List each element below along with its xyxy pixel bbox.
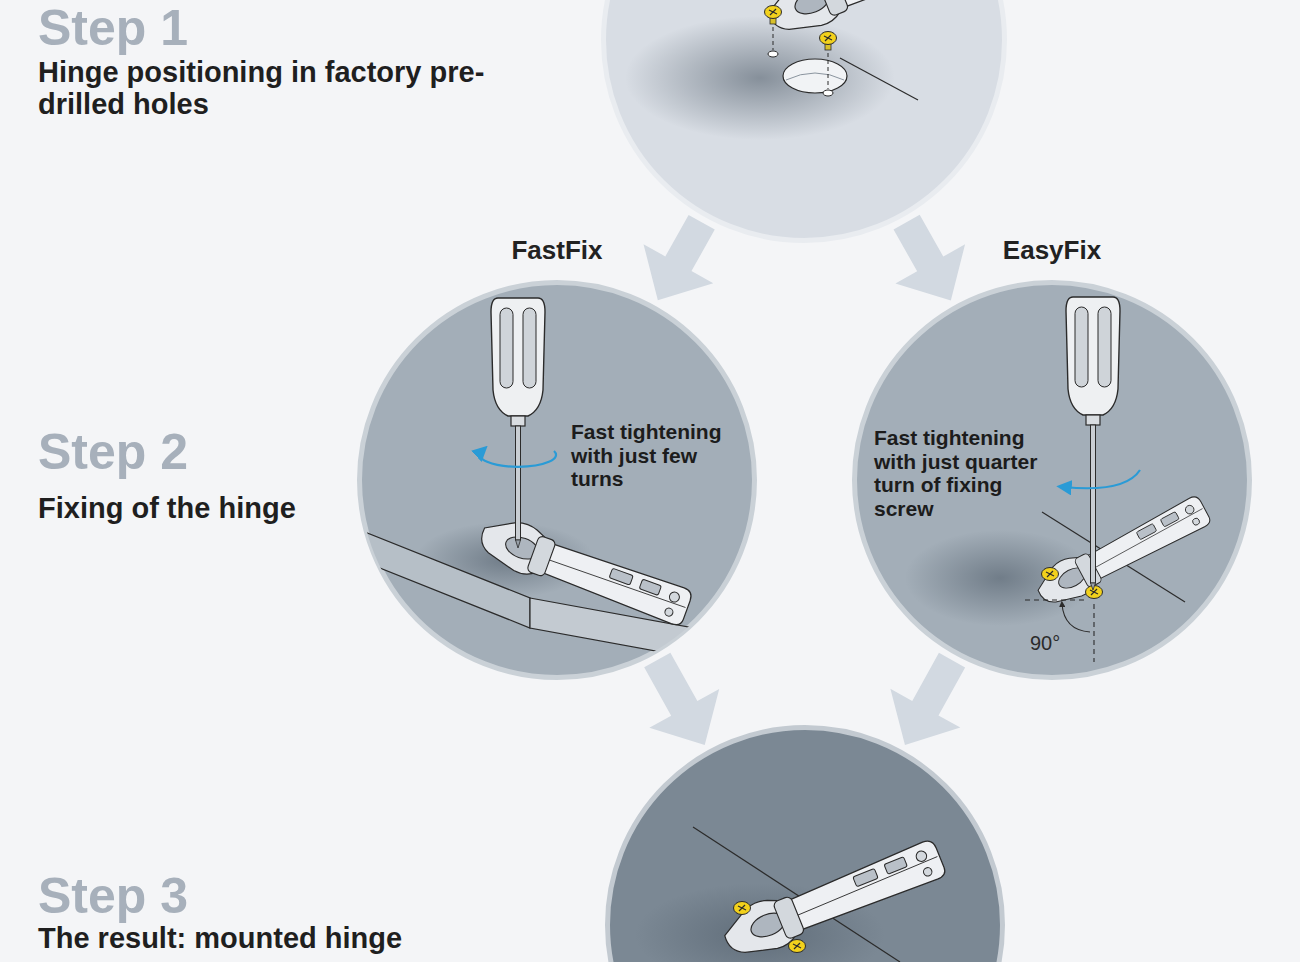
- method-heading: FastFix: [457, 236, 657, 266]
- circle-shape: [608, 728, 1003, 962]
- illustration-part: [516, 540, 521, 548]
- step-caption: Fixing of the hinge: [38, 492, 478, 524]
- text-slot: Step 2: [38, 426, 358, 479]
- illustration-part: [786, 73, 844, 80]
- illustration-part: [1091, 583, 1096, 590]
- illustration-part: [516, 426, 521, 540]
- text-slot: Fixing of the hinge: [38, 492, 478, 524]
- step-heading: Step 1: [38, 2, 358, 55]
- text-slot: The result: mounted hinge: [38, 922, 578, 954]
- illustration-part: [1066, 297, 1120, 425]
- text-slot: Hinge positioning in factory pre-drilled…: [38, 56, 518, 121]
- text-slot: Fast tightening with just quarter turn o…: [874, 426, 1039, 520]
- illustration-part: [789, 940, 806, 953]
- text-slot: FastFix: [457, 236, 657, 266]
- callout-note: Fast tightening with just few turns: [571, 420, 741, 491]
- flow-arrow: [894, 215, 966, 301]
- flow-arrow: [644, 215, 715, 300]
- method-heading: EasyFix: [952, 236, 1152, 266]
- step-heading: Step 2: [38, 426, 358, 479]
- illustration-part: [768, 51, 778, 57]
- illustration-part: [491, 298, 545, 426]
- text-slot: Step 3: [38, 870, 358, 923]
- angle-label: 90°: [1030, 632, 1080, 654]
- illustration-part: [765, 6, 782, 19]
- step-caption: Hinge positioning in factory pre-drilled…: [38, 56, 518, 121]
- illustration-part: [734, 902, 751, 915]
- circle-shape: [604, 0, 1005, 241]
- illustration-part: [1042, 568, 1059, 581]
- illustration-part: [820, 32, 837, 45]
- text-slot: EasyFix: [952, 236, 1152, 266]
- text-slot: Step 1: [38, 2, 358, 55]
- flow-arrow: [890, 653, 965, 745]
- illustration-part: [1091, 425, 1096, 583]
- illustration-part: [783, 59, 847, 93]
- circle-shape: [360, 283, 755, 678]
- callout-note: Fast tightening with just quarter turn o…: [874, 426, 1039, 520]
- text-slot: Fast tightening with just few turns: [571, 420, 741, 491]
- text-slot: 90°: [1030, 632, 1080, 654]
- flow-arrow: [644, 653, 719, 745]
- step-heading: Step 3: [38, 870, 358, 923]
- step-caption: The result: mounted hinge: [38, 922, 578, 954]
- illustration-part: [773, 20, 828, 89]
- illustration-part: [823, 90, 833, 96]
- illustration-part: [625, 16, 895, 140]
- step-circle: EasyFixFast tightening with just quarter…: [852, 280, 1252, 680]
- circle-shape: [855, 283, 1250, 678]
